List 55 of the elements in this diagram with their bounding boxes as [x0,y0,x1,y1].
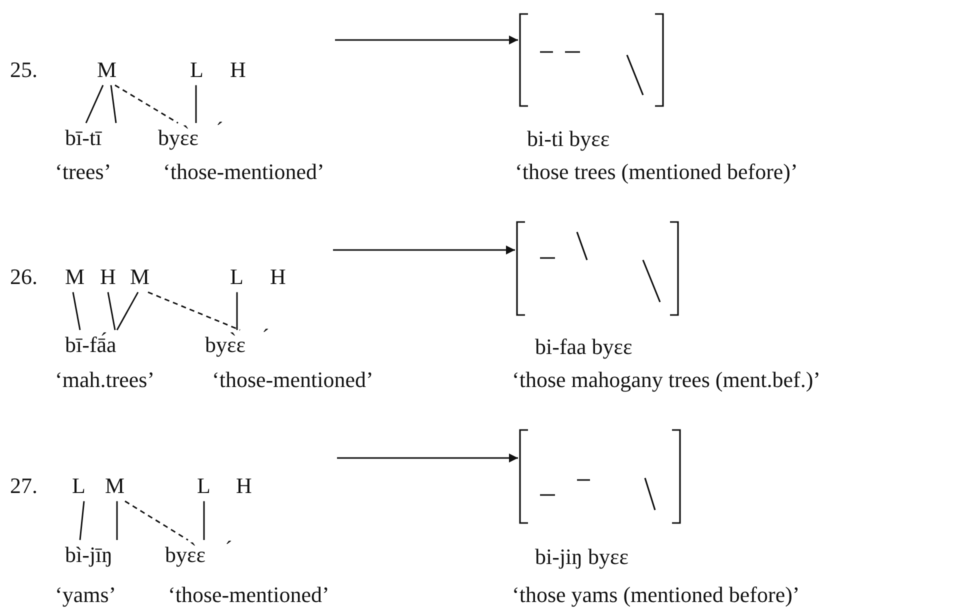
transcription-text: bi-ti byɛɛ [527,127,610,152]
tone-letter: H [236,474,252,498]
arrow [333,246,515,254]
example-number: 25. [10,58,38,82]
association-line [148,292,240,331]
tone-letter: M [97,58,117,82]
tone-letter: H [230,58,246,82]
gloss-text: ‘those yams (mentioned before)’ [512,583,800,608]
association-line [72,292,81,330]
association-line [85,84,104,124]
example-number: 26. [10,265,38,290]
example-number: 27. [10,474,38,498]
tone-letter: M [130,265,150,290]
gloss-text: ‘those-mentioned’ [168,583,330,608]
association-line [116,501,118,540]
tone-mark: ´ [216,118,224,142]
gloss-text: ‘trees’ [55,160,112,184]
tone-letter: L [190,58,204,82]
gloss-text: ‘those mahogany trees (ment.bef.)’ [512,368,820,392]
tone-letter: H [270,265,286,290]
association-line [107,292,116,330]
tone-mark: ´ [262,325,270,350]
pitch-contour-drawing [520,14,663,106]
word-text: byɛ̀ɛ [205,333,246,358]
gloss-text: ‘those-mentioned’ [163,160,324,184]
word-text: byɛ̀ɛ [165,543,206,568]
association-line [79,501,85,540]
association-line [236,292,238,330]
gloss-text: ‘yams’ [55,583,116,608]
tone-letter: L [197,474,210,498]
pitch-contour-drawing [517,222,678,315]
association-line [110,85,117,124]
word-text: bī-fā́a [65,333,116,358]
gloss-text: ‘those-mentioned’ [212,368,374,392]
word-text: byɛ̀ɛ [158,126,198,150]
gloss-text: ‘those trees (mentioned before)’ [515,160,798,184]
tone-letter: L [230,265,244,290]
pitch-contour-drawing [520,430,680,523]
word-text: bì-jīŋ [65,543,113,568]
arrow [335,36,518,44]
tone-letter: H [100,265,116,290]
tone-letter: M [65,265,85,290]
word-text: bī-tī [65,126,102,150]
transcription-text: bi-jiŋ byɛɛ [535,545,629,570]
association-line [116,292,139,330]
tone-letter: M [105,474,125,498]
tone-letter: L [72,474,86,498]
association-line [114,84,178,124]
transcription-text: bi-faa byɛɛ [535,335,632,360]
association-line [203,501,205,540]
tone-mark: ´ [225,537,232,562]
arrow [337,454,518,462]
association-line [195,85,197,123]
association-line [124,500,188,541]
gloss-text: ‘mah.trees’ [55,368,155,392]
